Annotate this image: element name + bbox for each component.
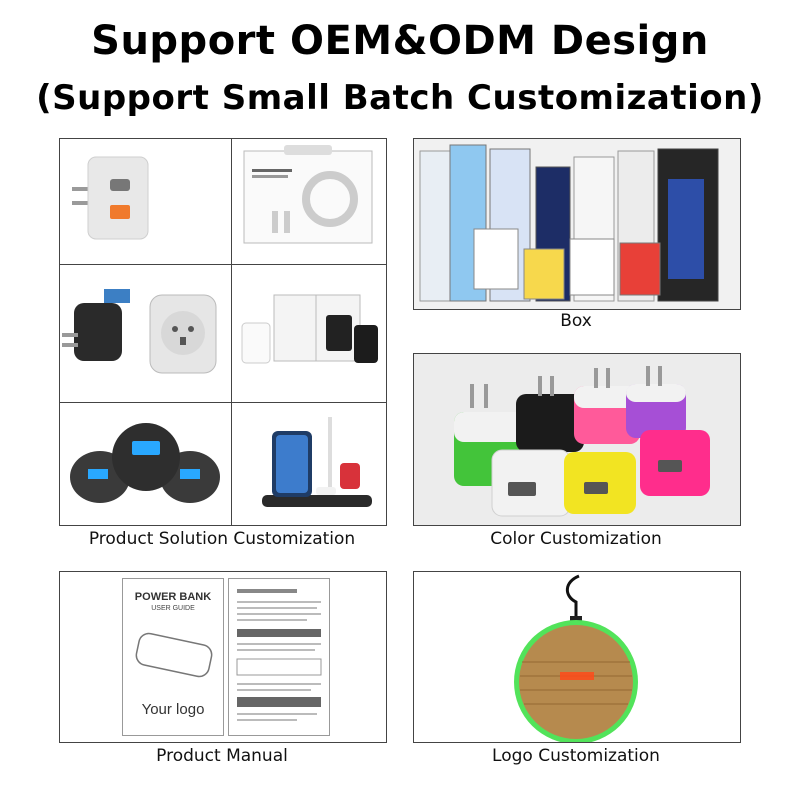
page-title: Support OEM&ODM Design — [91, 18, 709, 64]
product-solution-panel — [59, 138, 387, 526]
logo-panel — [413, 571, 741, 743]
manual-cover-title: POWER BANK — [134, 591, 212, 603]
manual-caption: Product Manual — [156, 746, 288, 766]
wall-charger-image — [60, 139, 232, 265]
logo-caption: Logo Customization — [492, 746, 660, 766]
manual-cover-subtitle: USER GUIDE — [151, 605, 195, 612]
wireless-stand-image — [232, 403, 386, 525]
manual-cover: POWER BANK USER GUIDE Your logo — [122, 578, 224, 736]
usb-cable-box-image — [232, 139, 386, 265]
color-panel — [413, 353, 741, 526]
travel-adapter-image — [60, 265, 232, 403]
manual-page — [228, 578, 330, 736]
pd-adapter-boxes-image — [232, 265, 386, 403]
color-caption: Color Customization — [490, 529, 662, 549]
your-logo-text: Your logo — [141, 701, 205, 718]
box-caption: Box — [560, 311, 592, 331]
product-solution-caption: Product Solution Customization — [88, 529, 356, 549]
box-panel — [413, 138, 741, 310]
manual-panel: POWER BANK USER GUIDE Your logo — [59, 571, 387, 743]
page-subtitle: (Support Small Batch Customization) — [36, 78, 764, 118]
black-cube — [516, 394, 584, 452]
car-charger-image — [60, 403, 232, 525]
